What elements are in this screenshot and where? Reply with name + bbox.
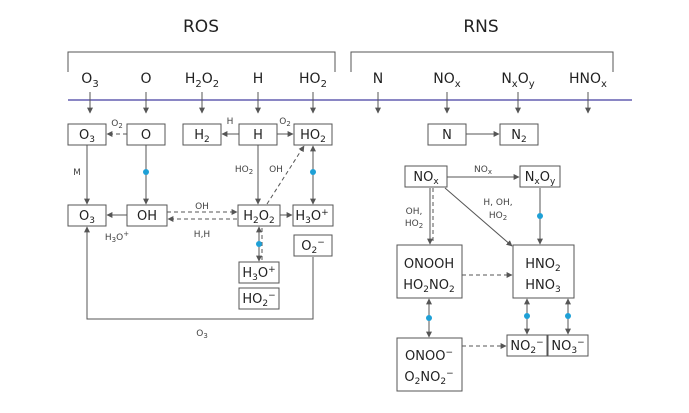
species-h2o2: H2O2 bbox=[185, 71, 219, 90]
dot-hno-no3 bbox=[565, 313, 571, 319]
label-hh: H,H bbox=[194, 230, 210, 240]
species-hnox: HNOx bbox=[569, 71, 607, 90]
label-oh-left: OH, bbox=[406, 207, 423, 217]
dot-o-oh bbox=[143, 169, 149, 175]
box-ho2-minus bbox=[238, 287, 280, 310]
label-m: M bbox=[73, 168, 81, 178]
box-onoo-line2: O2NO2− bbox=[404, 369, 453, 387]
label-ho2: HO2 bbox=[235, 165, 253, 176]
dot-h2o2-h3o bbox=[256, 241, 262, 247]
rns-header: RNS bbox=[463, 17, 498, 37]
ros-header: ROS bbox=[183, 17, 219, 37]
box-nox-label: NOx bbox=[413, 170, 439, 187]
label-h: H bbox=[227, 117, 234, 127]
label-h3o-plus: H3O+ bbox=[105, 230, 129, 244]
box-no3-minus bbox=[547, 334, 589, 357]
box-ho2-minus-label: HO2− bbox=[242, 291, 275, 309]
box-n2 bbox=[499, 123, 539, 146]
dot-onooh-onoo bbox=[426, 315, 432, 321]
label-o2: O2 bbox=[111, 119, 123, 130]
box-nxoy bbox=[519, 165, 561, 188]
box-o2-minus bbox=[293, 234, 333, 257]
species-o: O bbox=[140, 71, 151, 87]
box-oh-label: OH bbox=[137, 209, 157, 224]
species-nox: NOx bbox=[433, 71, 461, 90]
label-hoh-right: H, OH, bbox=[483, 198, 512, 208]
box-h2-label: H2 bbox=[194, 128, 210, 145]
species-n: N bbox=[373, 71, 383, 87]
label-ho2-left: HO2 bbox=[405, 219, 423, 230]
species-nxoy: NxOy bbox=[501, 71, 534, 90]
box-h3o-plus-low-label: H3O+ bbox=[242, 265, 275, 283]
label-o3-bottom: O3 bbox=[196, 329, 208, 340]
label-ho2-right: HO2 bbox=[489, 211, 507, 222]
box-hno bbox=[512, 244, 575, 299]
label-nox-arrow: NOx bbox=[474, 165, 492, 176]
box-h-label: H bbox=[253, 128, 263, 143]
box-h3o-plus bbox=[292, 204, 334, 227]
box-no2-minus bbox=[506, 334, 548, 357]
box-h3o-plus-low bbox=[238, 261, 280, 284]
box-no2-minus-label: NO2− bbox=[510, 338, 543, 356]
box-h3o-plus-label: H3O+ bbox=[295, 208, 328, 226]
box-o3-mid bbox=[67, 204, 107, 227]
box-o3-mid-label: O3 bbox=[79, 209, 95, 226]
box-o2-minus-label: O2− bbox=[301, 238, 325, 256]
label-oh-arrow: OH bbox=[195, 202, 209, 212]
box-onooh-line1: ONOOH bbox=[404, 257, 454, 272]
box-n-label: N bbox=[442, 128, 452, 143]
box-onoo-minus bbox=[396, 337, 463, 392]
box-h2o2-mid-label: H2O2 bbox=[243, 209, 274, 226]
dot-ho2-h3o bbox=[310, 169, 316, 175]
box-h2 bbox=[182, 123, 222, 146]
ros-bracket bbox=[67, 51, 336, 72]
label-o2-b: O2 bbox=[279, 117, 291, 128]
label-oh-diagonal: OH bbox=[269, 165, 283, 175]
box-hno-line2: HNO3 bbox=[525, 278, 560, 295]
box-o3-top-label: O3 bbox=[79, 128, 95, 145]
box-onooh bbox=[396, 244, 463, 299]
box-onoo-line1: ONOO− bbox=[405, 348, 453, 364]
dot-hno-no2 bbox=[524, 313, 530, 319]
dot-nxoy-hno bbox=[537, 213, 543, 219]
rns-bracket bbox=[350, 51, 614, 72]
box-o-top-label: O bbox=[141, 128, 151, 143]
arrow-nox-to-hno bbox=[444, 187, 513, 247]
box-no3-minus-label: NO3− bbox=[551, 338, 584, 356]
box-n2-label: N2 bbox=[511, 128, 526, 145]
species-o3: O3 bbox=[81, 71, 98, 90]
arrow-h2o2-to-ho2-dashed bbox=[266, 145, 305, 205]
box-ho2-top-label: HO2 bbox=[300, 128, 326, 145]
arrow-o2minus-to-o3-loop bbox=[84, 226, 314, 320]
species-ho2: HO2 bbox=[299, 71, 327, 90]
box-ho2-top bbox=[293, 123, 333, 146]
box-nxoy-label: NxOy bbox=[525, 170, 556, 187]
box-hno-line1: HNO2 bbox=[525, 257, 560, 274]
species-h: H bbox=[253, 71, 264, 87]
box-onooh-line2: HO2NO2 bbox=[403, 278, 454, 295]
